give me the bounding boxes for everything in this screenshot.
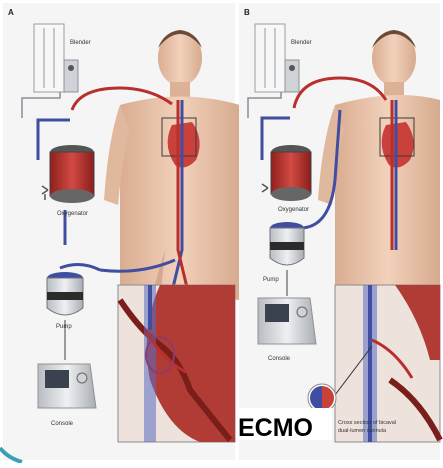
blender-label-b: Blender (291, 40, 312, 46)
blender-label-a: Blender (70, 40, 91, 46)
panel-b-letter: B (244, 8, 250, 17)
panel-b: B Blender Oxygenator (239, 3, 440, 460)
cannula-inset-a (118, 285, 235, 442)
console-label-a: Console (51, 421, 74, 427)
pump-label-a: Pump (56, 324, 72, 330)
cannula-label-line2: dual-lumen cannula (338, 428, 387, 434)
oxygenator-label-a: Oxygenator (57, 211, 88, 217)
console-label-b: Console (268, 356, 291, 362)
cannula-inset-b (335, 285, 440, 442)
cannula-label-line1: Cross section of bicaval (338, 420, 396, 426)
oxygenator-label-b: Oxygenator (278, 207, 309, 213)
panel-a-letter: A (8, 8, 14, 17)
ecmo-overlay-label: ECMO (238, 414, 313, 442)
panel-a: A Blender (3, 3, 240, 460)
pump-label-b: Pump (263, 277, 279, 283)
